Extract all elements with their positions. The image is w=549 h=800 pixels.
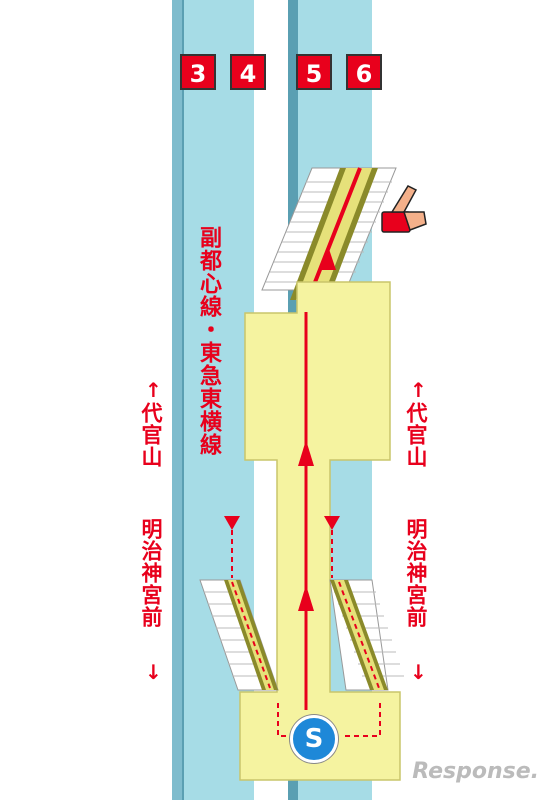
right-destination-top: 代官山 — [404, 402, 428, 468]
lower-left-stair — [199, 579, 279, 691]
pointing-hand-icon — [381, 185, 427, 233]
track-number-4: 4 — [230, 54, 266, 90]
main-route — [298, 246, 336, 710]
down-marker-left — [224, 516, 240, 530]
concourse — [239, 281, 401, 781]
down-marker-right — [324, 516, 340, 530]
dashed-routes — [231, 530, 381, 737]
track-number-3: 3 — [180, 54, 216, 90]
response-watermark: Response. — [412, 759, 539, 784]
down-arrow-left: ↓ — [145, 660, 162, 684]
platform-left — [172, 0, 254, 800]
up-arrow-right: ↑ — [410, 378, 427, 402]
track-number-5: 5 — [296, 54, 332, 90]
down-arrow-right: ↓ — [410, 660, 427, 684]
lower-right-stair — [329, 579, 404, 691]
left-destination-bottom: 明治神宮前 — [139, 518, 163, 628]
line-name-label: 副都心線・東急東横線 — [196, 226, 221, 456]
left-destination-top: 代官山 — [139, 402, 163, 468]
track-number-6: 6 — [346, 54, 382, 90]
upper-stair — [261, 167, 397, 301]
up-arrow-left: ↑ — [145, 378, 162, 402]
subway-station-badge: S — [290, 715, 338, 763]
right-destination-bottom: 明治神宮前 — [404, 518, 428, 628]
